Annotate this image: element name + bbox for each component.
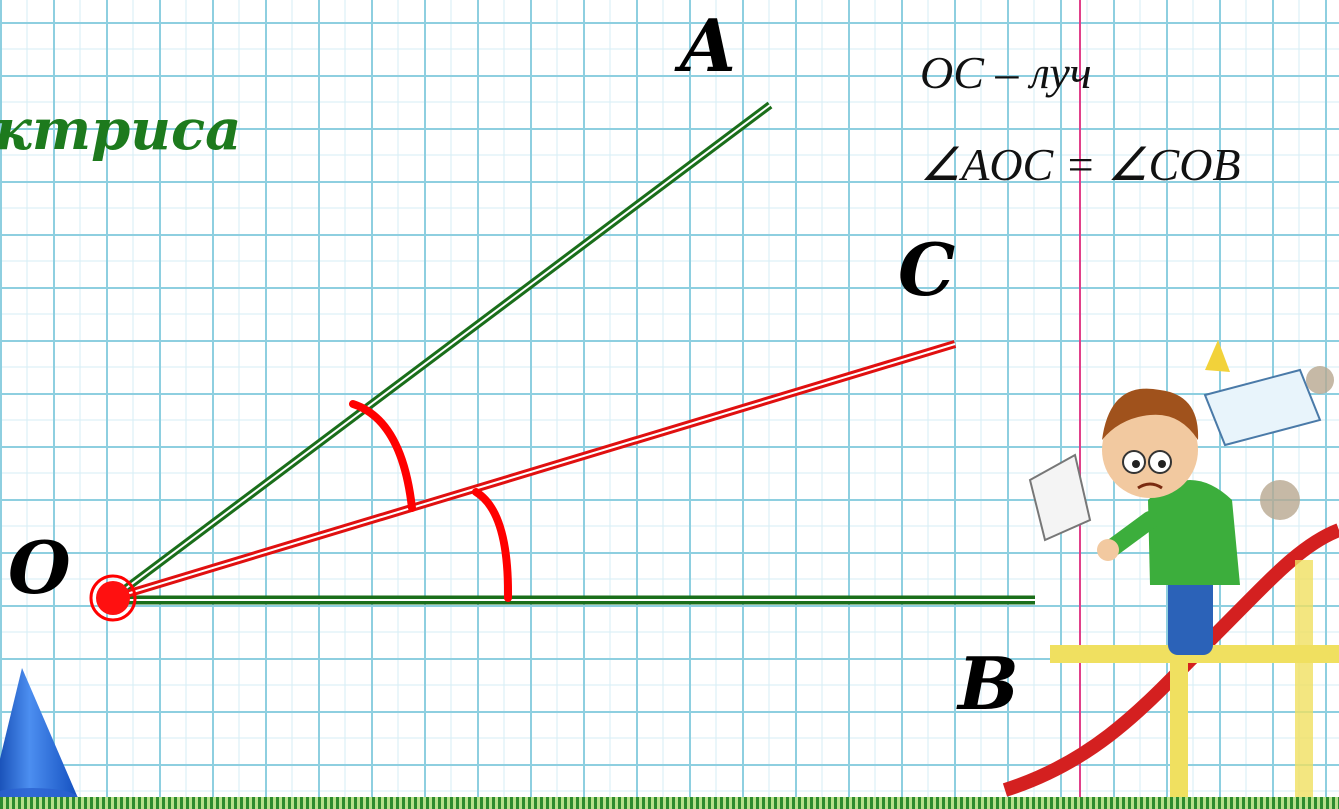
point-label-a: A [680,3,736,88]
cone-illustration [0,668,78,808]
boy-on-slide-illustration [1002,340,1339,800]
ray-oa [110,101,773,602]
note-angle-equality: ∠AOC = ∠COB [920,139,1241,190]
vertex-point-o [89,574,137,622]
point-label-b: B [958,641,1019,726]
note-ray-statement: OC – луч [920,47,1092,98]
ray-oc-bisector [111,340,957,602]
title-word-bisector: ктриса [0,97,242,163]
angle-arc-aoc [349,400,416,512]
point-label-c: C [898,227,956,312]
angle-arc-cob [472,488,513,602]
notebook-margin-line [1079,0,1081,809]
point-label-o: O [8,525,71,610]
bottom-decorative-strip [0,797,1339,809]
